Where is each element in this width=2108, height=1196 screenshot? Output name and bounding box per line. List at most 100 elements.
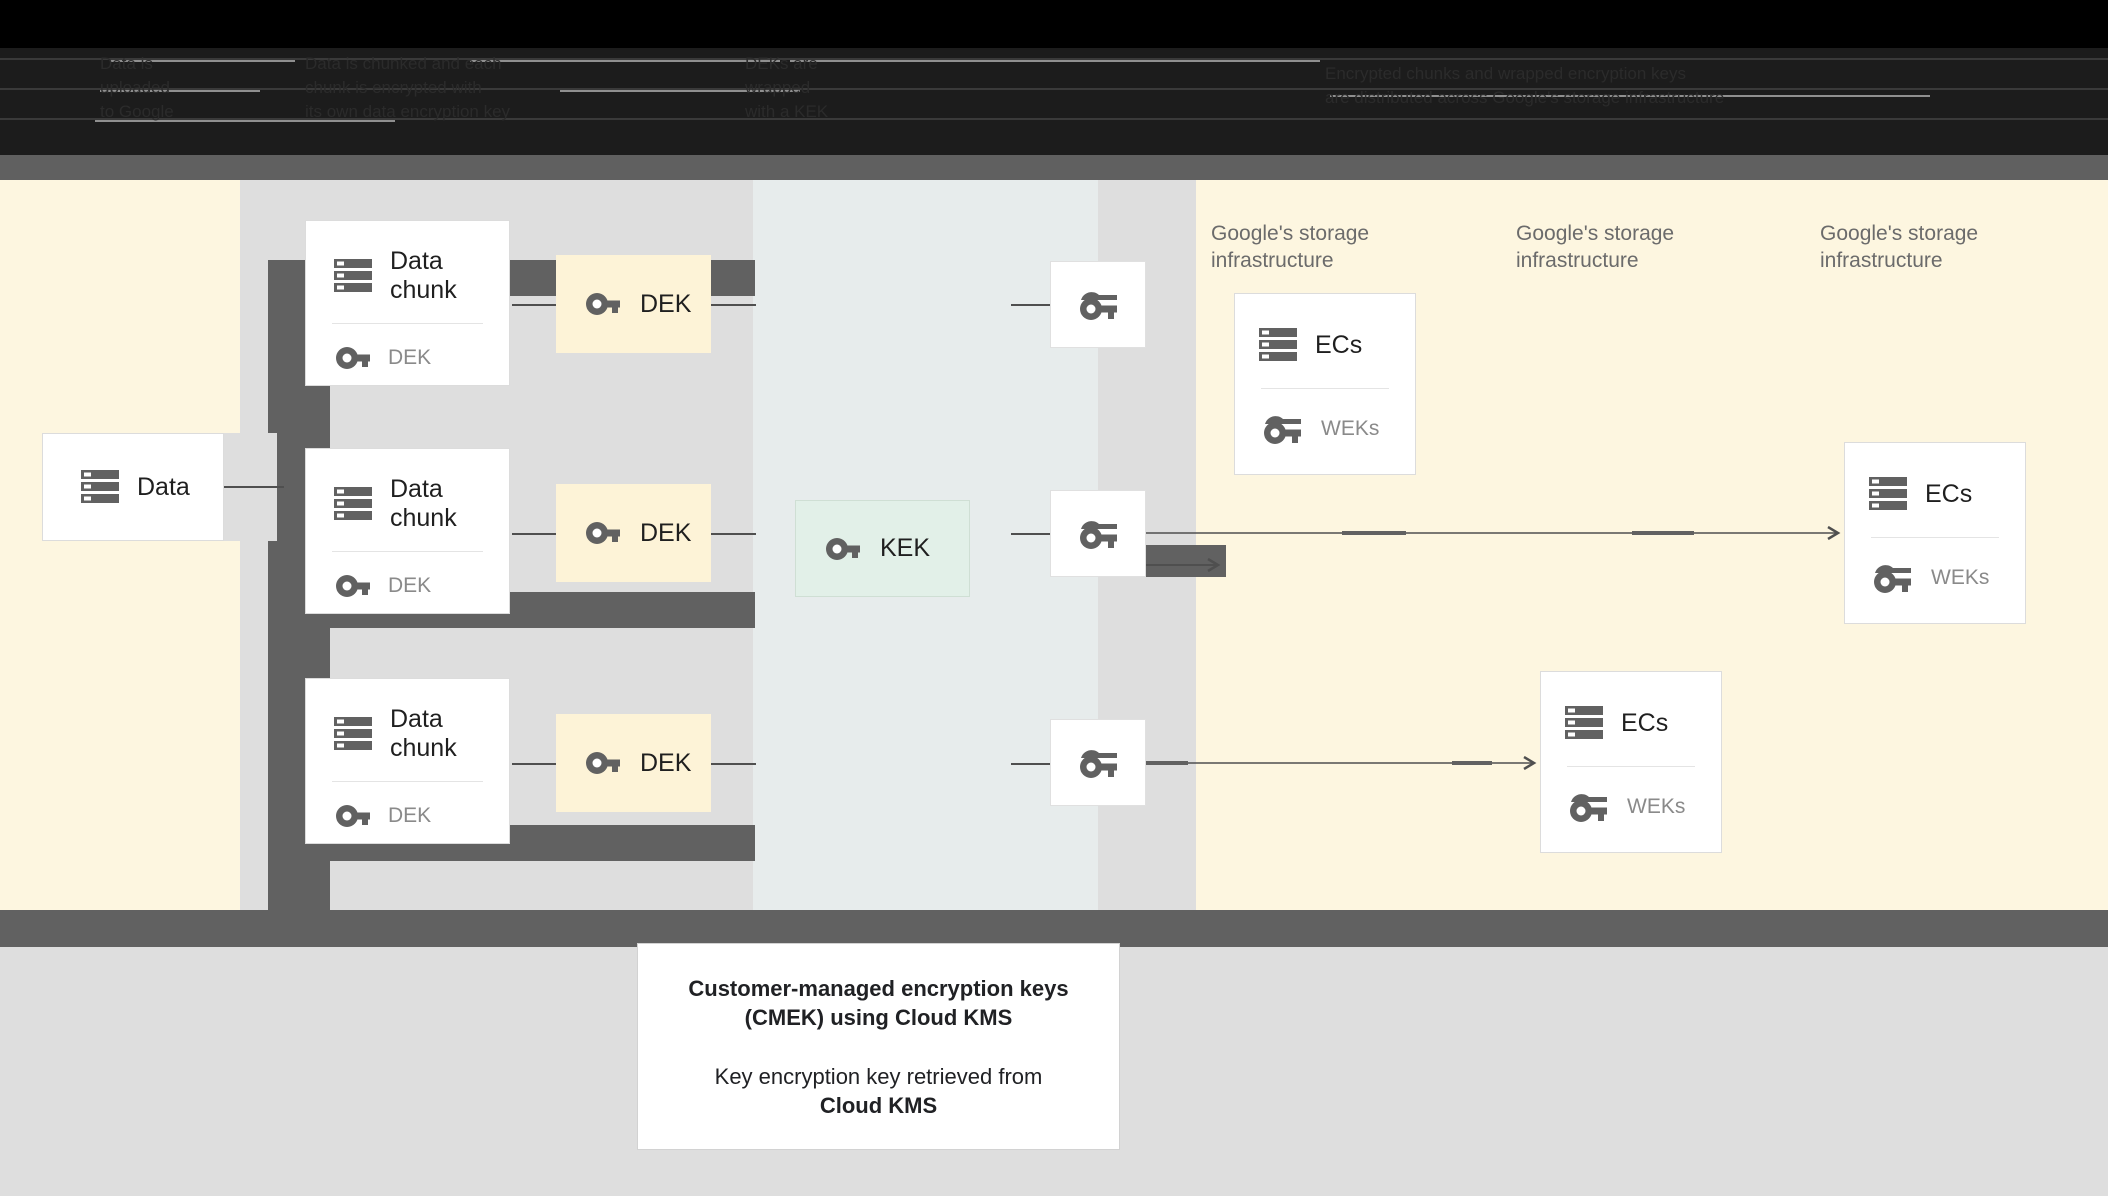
caption-body-line1: Key encryption key retrieved from [714, 1063, 1043, 1089]
connector-chunk3-dek [512, 763, 557, 765]
storage-icon [1259, 328, 1297, 362]
arrow-to-ecs-1 [1146, 557, 1226, 577]
card-divider [332, 323, 483, 324]
connector-data-to-trunk [224, 486, 284, 488]
card-data-chunk: Data chunk DEK [305, 678, 510, 844]
header-line: its own data encryption key [305, 102, 511, 121]
card-divider [1261, 388, 1389, 389]
connector-dek1-out [711, 304, 756, 306]
chip-kek: KEK [795, 500, 970, 597]
wrapped-key-icon [1077, 747, 1119, 779]
box-wrapped-key [1050, 719, 1146, 806]
header-line: chunk is encrypted with [305, 78, 482, 97]
card-ecs: ECs WEKs [1844, 442, 2026, 624]
key-icon [336, 347, 370, 369]
card-chunk-key-label: DEK [388, 346, 432, 369]
key-icon [826, 537, 860, 560]
chip-dek: DEK [556, 484, 711, 582]
chip-dek-label: DEK [640, 289, 692, 318]
key-icon [586, 752, 620, 774]
wrapped-key-icon [1077, 289, 1119, 321]
chip-dek-label: DEK [640, 518, 692, 547]
chip-dek: DEK [556, 255, 711, 353]
header-highlight [110, 60, 295, 62]
header-highlight [95, 120, 395, 122]
storage-icon [1869, 477, 1907, 511]
connector-dek3-out [711, 763, 756, 765]
connector-kek-wek2 [1011, 533, 1073, 535]
diagram-canvas: Data Data chunk [0, 180, 2108, 910]
storage-icon [334, 259, 372, 293]
card-divider [1871, 537, 1999, 538]
connector-chunk2-dek [512, 533, 557, 535]
header-line: are distributed across Google's storage … [1325, 88, 1725, 107]
header-line: Data is chunked and each [305, 54, 502, 73]
header-line: with a KEK [745, 102, 829, 121]
key-icon [586, 293, 620, 315]
header-shadow-band [0, 155, 2108, 180]
caption-title-line2: (CMEK) using Cloud KMS [744, 1004, 1013, 1030]
wrapped-key-icon [1567, 791, 1609, 823]
caption-storage-infra: Google's storage infrastructure [1211, 222, 1370, 272]
card-ecs-label: ECs [1621, 708, 1669, 737]
arrow-to-ecs-3 [1146, 755, 1542, 775]
wrapped-key-icon [1261, 413, 1303, 445]
header-highlight [790, 60, 1320, 62]
card-ecs: ECs WEKs [1234, 293, 1416, 475]
card-divider [332, 551, 483, 552]
header-line: DEKs are [745, 54, 818, 73]
card-ecs-label: ECs [1315, 330, 1363, 359]
caption-body-line2: Cloud KMS [819, 1092, 938, 1118]
card-chunk-label: Data chunk [390, 475, 457, 532]
card-ecs-label: ECs [1925, 479, 1973, 508]
chip-dek: DEK [556, 714, 711, 812]
bottom-divider-band [0, 910, 2108, 947]
card-ecs: ECs WEKs [1540, 671, 1722, 853]
header-text-upload: Data is uploaded to Google [100, 52, 300, 124]
connector-kek-wek1 [1011, 304, 1073, 306]
header-rule [0, 88, 2108, 90]
header-strip: Data is uploaded to Google Data is chunk… [0, 0, 2108, 155]
card-ecs-key-label: WEKs [1931, 566, 1990, 589]
chip-dek-label: DEK [640, 748, 692, 777]
header-highlight [470, 60, 780, 62]
header-highlight [1330, 95, 1930, 97]
arrow-to-ecs-2 [1146, 525, 1846, 545]
storage-icon [1565, 706, 1603, 740]
header-line: uploaded [100, 78, 170, 97]
card-ecs-key-label: WEKs [1321, 417, 1380, 440]
card-data-chunk: Data chunk DEK [305, 220, 510, 386]
caption-title-line1: Customer-managed encryption keys [688, 975, 1069, 1001]
card-data-chunk: Data chunk DEK [305, 448, 510, 614]
card-data: Data [42, 433, 224, 541]
card-chunk-key-label: DEK [388, 574, 432, 597]
connector-kek-wek3 [1011, 763, 1073, 765]
header-line: Data is [100, 54, 153, 73]
card-chunk-key-label: DEK [388, 804, 432, 827]
caption-storage-infra: Google's storage infrastructure [1820, 222, 1979, 272]
card-data-label: Data [137, 472, 190, 501]
storage-icon [334, 487, 372, 521]
storage-icon [81, 470, 119, 504]
header-line: Encrypted chunks and wrapped encryption … [1325, 64, 1686, 83]
header-rule [0, 58, 2108, 60]
header-text-distribution: Encrypted chunks and wrapped encryption … [1325, 62, 1945, 110]
connector-dek2-out [711, 533, 756, 535]
wrapped-key-icon [1871, 562, 1913, 594]
caption-storage-infra: Google's storage infrastructure [1516, 222, 1675, 272]
card-chunk-label: Data chunk [390, 247, 457, 304]
header-highlight [560, 90, 800, 92]
key-icon [336, 575, 370, 597]
storage-icon [334, 717, 372, 751]
header-highlight [100, 90, 260, 92]
chip-kek-label: KEK [880, 534, 931, 562]
key-icon [336, 805, 370, 827]
header-line: wrapped [745, 78, 811, 97]
card-divider [332, 781, 483, 782]
header-text-wrapping: DEKs are wrapped with a KEK [745, 52, 1015, 124]
header-text-chunking: Data is chunked and each chunk is encryp… [305, 52, 545, 124]
card-divider [1567, 766, 1695, 767]
wrapped-key-icon [1077, 518, 1119, 550]
box-wrapped-key [1050, 261, 1146, 348]
